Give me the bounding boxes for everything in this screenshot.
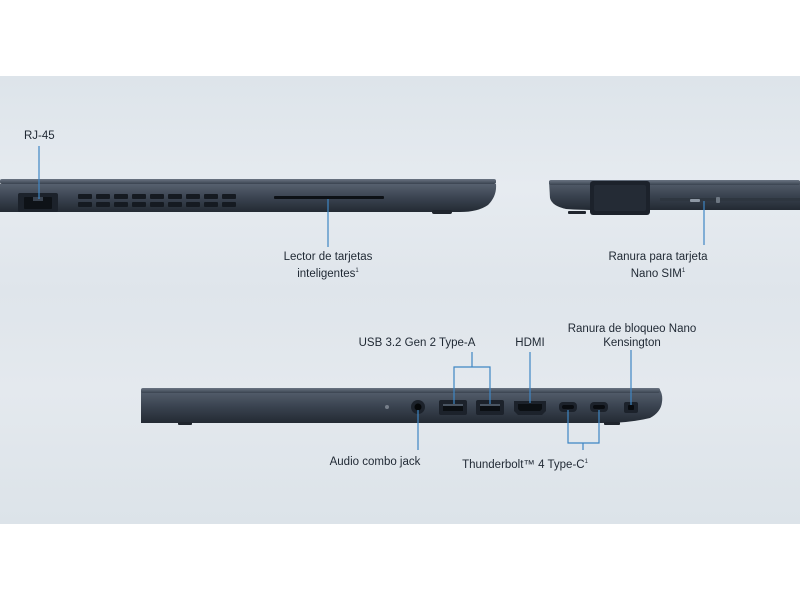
- smart-card-reader-label: Lector de tarjetas inteligentes1: [266, 250, 390, 281]
- usb-label: USB 3.2 Gen 2 Type-A: [352, 336, 482, 350]
- smart-card-reader-label-line1: Lector de tarjetas: [283, 251, 373, 263]
- smart-card-reader-label-line2: inteligentes: [297, 268, 356, 280]
- nano-sim-slot-label-line1: Ranura para tarjeta: [608, 251, 708, 263]
- kensington-lock-icon: [624, 402, 638, 413]
- thunderbolt-port-icon: [559, 402, 577, 412]
- laptop-side-back: [0, 179, 497, 214]
- thunderbolt-label-text: Thunderbolt™ 4 Type-C: [462, 459, 585, 471]
- nano-sim-slot-label: Ranura para tarjeta Nano SIM1: [596, 250, 720, 281]
- usb-a-port-icon: [476, 400, 504, 415]
- rj45-label: RJ-45: [24, 129, 55, 143]
- footnote-mark: 1: [584, 459, 588, 465]
- hdmi-port-icon: [514, 401, 546, 415]
- rj45-label-text: RJ-45: [24, 130, 55, 142]
- product-panel: [0, 76, 800, 524]
- nano-sim-slot-label-line2: Nano SIM: [630, 268, 682, 280]
- kensington-lock-label-line1: Ranura de bloqueo Nano: [567, 323, 697, 335]
- laptop-side-right-top: [549, 180, 800, 215]
- footnote-mark: 1: [355, 268, 359, 274]
- usb-a-port-icon: [439, 400, 467, 415]
- audio-jack-icon: [411, 400, 425, 414]
- kensington-lock-label: Ranura de bloqueo Nano Kensington: [562, 322, 702, 350]
- audio-jack-label: Audio combo jack: [322, 455, 428, 469]
- thunderbolt-label: Thunderbolt™ 4 Type-C1: [458, 455, 592, 472]
- usb-label-text: USB 3.2 Gen 2 Type-A: [358, 337, 476, 349]
- hdmi-label: HDMI: [505, 336, 555, 350]
- laptop-side-ports: [141, 388, 663, 425]
- kensington-lock-label-line2: Kensington: [603, 337, 661, 349]
- hdmi-label-text: HDMI: [515, 337, 545, 349]
- footnote-mark: 1: [681, 268, 686, 274]
- smart-card-slot-icon: [274, 196, 384, 199]
- audio-jack-label-text: Audio combo jack: [329, 456, 421, 468]
- nano-sim-slot-icon: [690, 199, 700, 202]
- vent-grille: [78, 194, 236, 207]
- rj45-port-icon: [18, 193, 58, 212]
- callout-lines: [38, 146, 705, 450]
- thunderbolt-port-icon: [590, 402, 608, 412]
